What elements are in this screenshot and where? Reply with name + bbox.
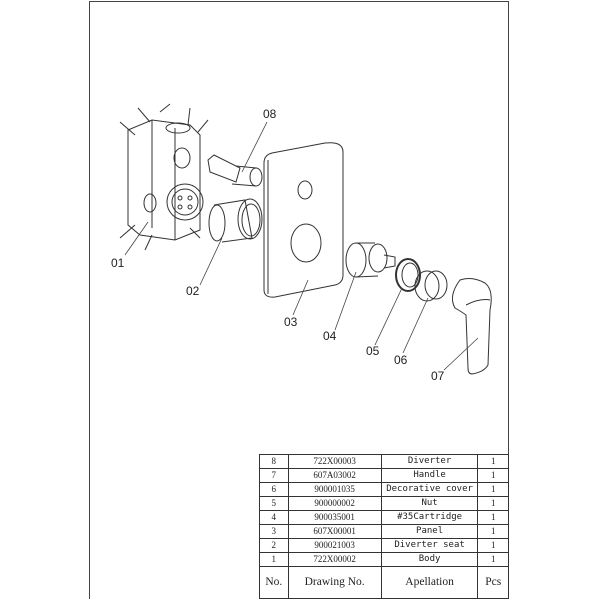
header-drawing-no: Drawing No. [287,566,382,599]
cell-no: 3 [259,524,289,539]
header-apellation: Apellation [380,566,479,599]
cell-pcs: 1 [477,468,509,483]
cell-no: 5 [259,496,289,511]
cell-apellation: Nut [380,496,479,511]
part-diverter-seat-02 [208,198,263,243]
callout-08: 08 [263,107,277,121]
part-handle-07 [451,278,492,375]
header-no: No. [259,566,289,599]
cell-no: 4 [259,510,289,525]
header-pcs: Pcs [477,566,509,599]
cell-apellation: Handle [380,468,479,483]
part-panel-03 [263,142,344,298]
cell-drawing-no: 722X00003 [287,454,382,469]
cell-no: 2 [259,538,289,553]
cell-pcs: 1 [477,524,509,539]
part-nut-05 [395,258,421,292]
callout-06: 06 [394,353,408,367]
cell-drawing-no: 900001035 [287,482,382,497]
part-cartridge-04 [345,242,396,278]
cell-apellation: #35Cartridge [380,510,479,525]
table-header-row: No. Drawing No. Apellation Pcs [259,566,509,599]
cell-drawing-no: 607X00001 [287,524,382,539]
cell-no: 1 [259,552,289,567]
cell-apellation: Panel [380,524,479,539]
cell-no: 6 [259,482,289,497]
cell-no: 8 [259,454,289,469]
cell-apellation: Body [380,552,479,567]
cell-pcs: 1 [477,510,509,525]
cell-pcs: 1 [477,482,509,497]
callout-02: 02 [186,284,200,298]
callout-07: 07 [431,369,445,383]
cell-pcs: 1 [477,496,509,511]
callout-03: 03 [284,315,298,329]
part-diverter-08 [207,154,263,187]
cell-apellation: Decorative cover [380,482,479,497]
cell-drawing-no: 900035001 [287,510,382,525]
cell-drawing-no: 722X00002 [287,552,382,567]
callout-04: 04 [323,329,337,343]
drawing-frame [89,1,509,599]
cell-pcs: 1 [477,454,509,469]
cell-drawing-no: 607A03002 [287,468,382,483]
cell-drawing-no: 900021003 [287,538,382,553]
cell-drawing-no: 900000002 [287,496,382,511]
cell-apellation: Diverter seat [380,538,479,553]
cell-no: 7 [259,468,289,483]
callout-05: 05 [366,344,380,358]
cell-pcs: 1 [477,552,509,567]
cell-pcs: 1 [477,538,509,553]
cell-apellation: Diverter [380,454,479,469]
callout-01: 01 [111,256,125,270]
part-body-01 [119,103,209,251]
leader-lines [124,121,479,371]
